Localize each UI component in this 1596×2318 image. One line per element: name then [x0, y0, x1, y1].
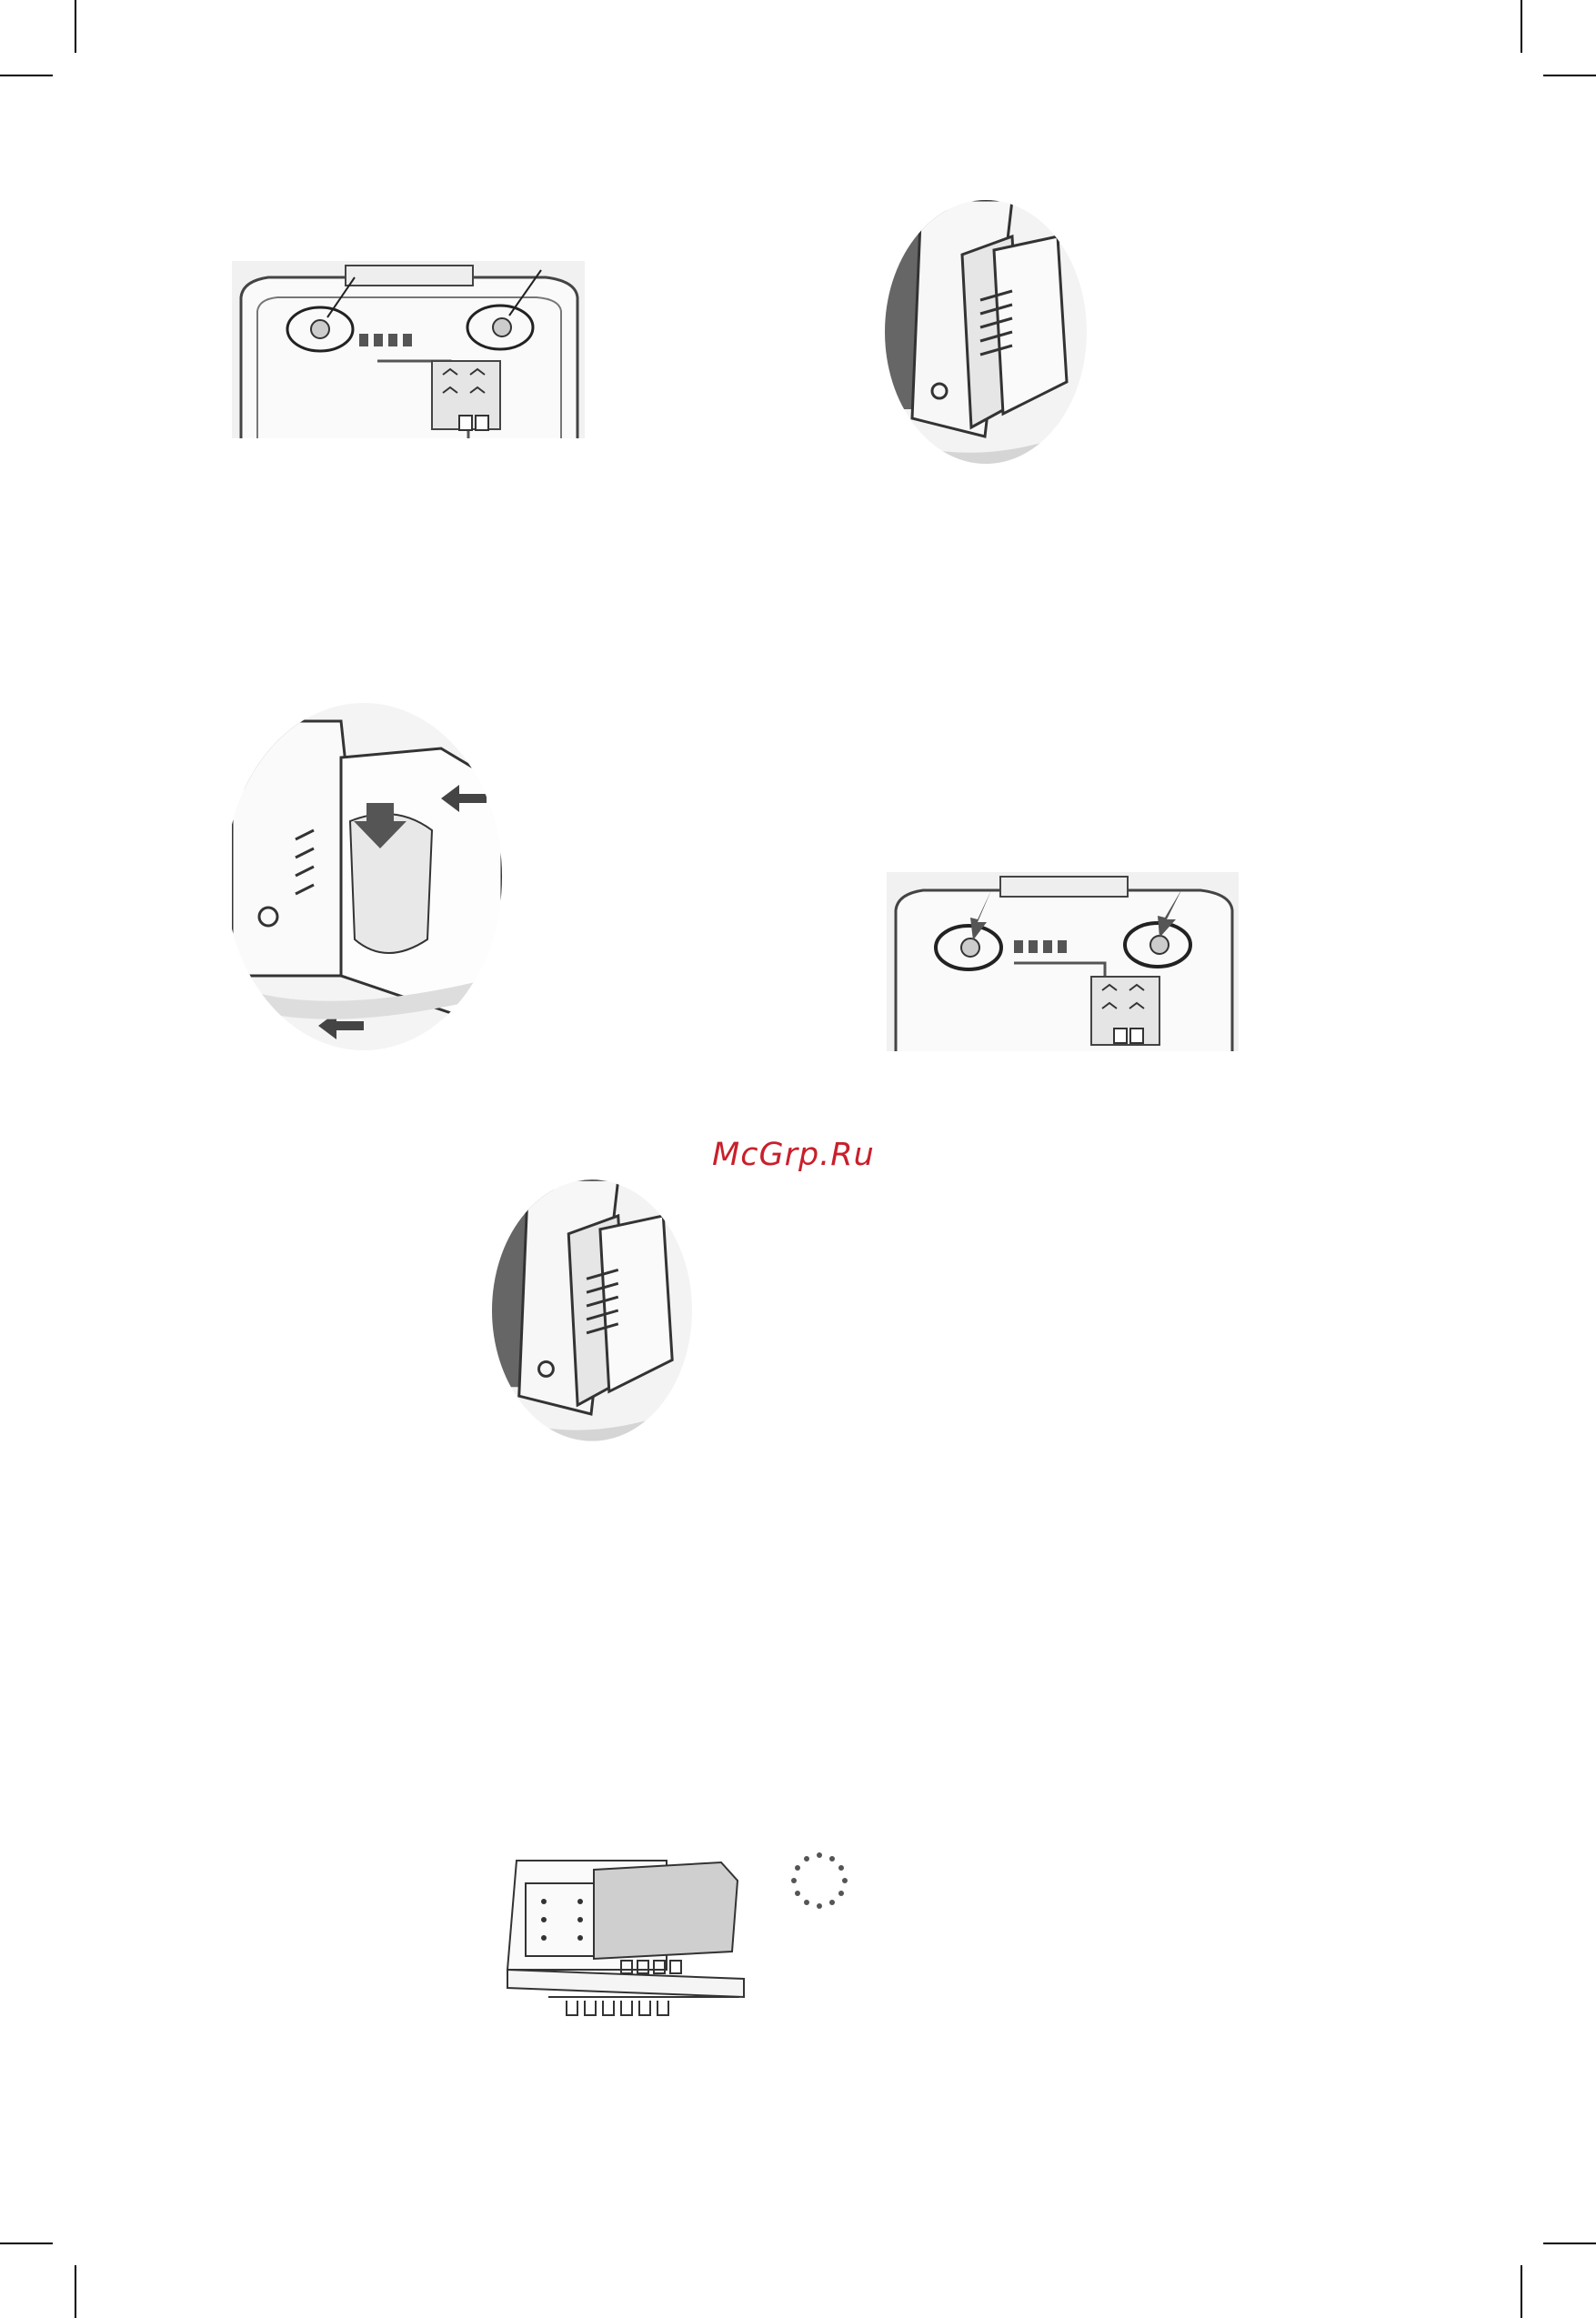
battery-bay-screws-marked-figure: [887, 872, 1239, 1051]
dotted-circle-icon: [788, 1850, 850, 1912]
cover-slide-icon: [232, 703, 502, 1051]
sim-slot-icon: [492, 1179, 692, 1442]
dotted-circle-marker: [788, 1850, 850, 1912]
crop-mark-top-right-h: [1543, 75, 1596, 76]
sim-slot-closeup-lower-figure: [492, 1179, 692, 1442]
cover-slide-installation-figure: [232, 703, 502, 1051]
phone-back-screws-icon: [887, 872, 1239, 1051]
crop-mark-top-left-h: [0, 75, 53, 76]
crop-mark-bottom-right-v: [1521, 2265, 1522, 2318]
crop-mark-bottom-right-h: [1543, 2243, 1596, 2244]
sim-card-insertion-figure: [494, 1851, 753, 2021]
sim-card-insert-icon: [494, 1851, 753, 2021]
crop-mark-top-right-v: [1521, 0, 1522, 53]
watermark-text: McGrp.Ru: [712, 1137, 894, 1173]
crop-mark-bottom-left-v: [75, 2265, 76, 2318]
sim-slot-icon: [885, 200, 1087, 464]
crop-mark-top-left-v: [75, 0, 76, 53]
crop-mark-bottom-left-h: [0, 2243, 53, 2244]
sim-slot-closeup-figure: [885, 200, 1087, 464]
phone-back-screws-icon: [232, 261, 585, 438]
battery-bay-top-view-figure: [232, 261, 585, 438]
